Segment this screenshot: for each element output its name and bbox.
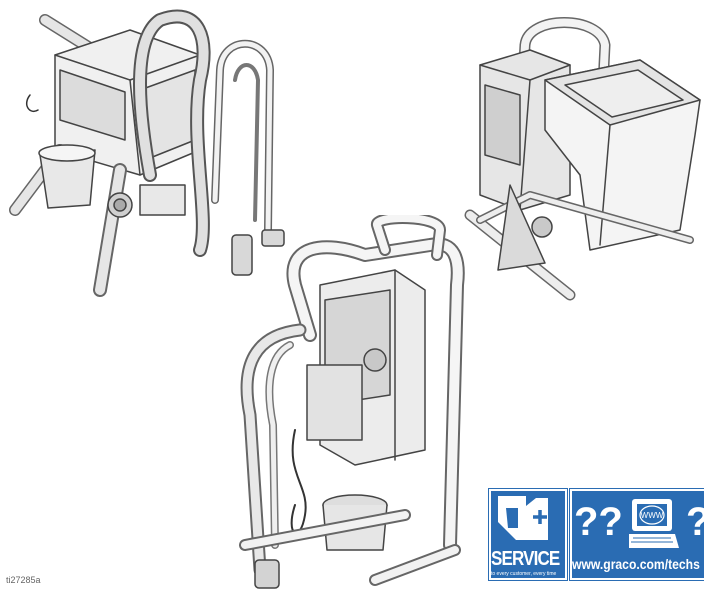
techs-url[interactable]: www.graco.com/techs	[572, 557, 700, 572]
service-badge-border	[489, 489, 567, 580]
www-label: WWW	[641, 511, 664, 520]
sprayer-illustration-right	[464, 17, 701, 301]
figure-code: ti27285a	[6, 575, 41, 585]
www-globe-icon	[639, 505, 665, 525]
sprayer-illustration-center	[239, 215, 465, 589]
service-plus-icon	[498, 496, 548, 540]
sprayer-illustration-left	[9, 9, 285, 297]
question-mark-right: ?	[686, 502, 704, 542]
question-marks-left: ??	[574, 500, 623, 544]
service-word: SERVICE	[491, 548, 560, 570]
service-badge: SERVICE to every customer, every time	[488, 488, 568, 581]
techs-badge-border	[570, 489, 704, 580]
service-tagline: to every customer, every time	[491, 571, 557, 577]
techs-badge: ?? WWW ? www.graco.com/techs	[569, 488, 704, 581]
computer-monitor-icon: WWW	[629, 499, 679, 548]
